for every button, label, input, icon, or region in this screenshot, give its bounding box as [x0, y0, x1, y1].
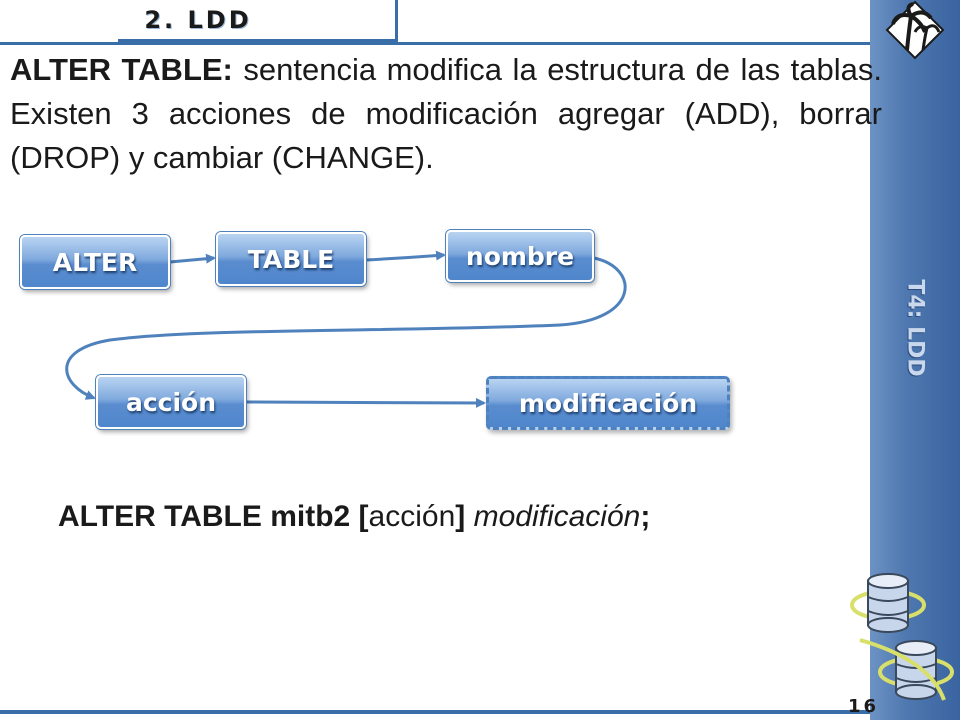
- database-icon: [850, 573, 926, 633]
- node-nombre: nombre: [446, 230, 594, 282]
- intro-lead: ALTER TABLE:: [10, 52, 233, 87]
- syntax-bracket: ]: [455, 500, 474, 533]
- syntax-action: acción: [368, 500, 456, 533]
- footer-rule: [0, 710, 870, 714]
- header-rule: [0, 42, 870, 45]
- side-label-text: T4: LDD: [902, 279, 928, 377]
- side-label: T4: LDD: [880, 268, 950, 388]
- connector-nombre-accion: [65, 256, 627, 400]
- syntax-line: ALTER TABLE mitb2 [acción] modificación;: [58, 500, 650, 534]
- connector-table-nombre: [365, 250, 446, 262]
- connector-alter-table: [169, 253, 216, 264]
- syntax-keywords: ALTER TABLE mitb2 [: [58, 500, 369, 533]
- connector-accion-modificacion: [245, 397, 486, 408]
- page-number: 16: [848, 696, 880, 717]
- intro-paragraph: ALTER TABLE: sentencia modifica la estru…: [10, 48, 882, 180]
- header-tab: [118, 0, 398, 42]
- node-modificacion: modificación: [486, 376, 730, 430]
- node-accion: acción: [96, 375, 246, 429]
- section-title: 2. LDD: [144, 6, 252, 34]
- node-table: TABLE: [216, 232, 366, 286]
- palm-logo-icon: [885, 0, 945, 60]
- intro-body: sentencia modifica la estructura de las …: [10, 52, 882, 175]
- syntax-modification: modificación: [473, 500, 641, 533]
- database-ring: [859, 638, 946, 701]
- syntax-terminator: ;: [640, 500, 651, 533]
- node-alter: ALTER: [20, 235, 170, 289]
